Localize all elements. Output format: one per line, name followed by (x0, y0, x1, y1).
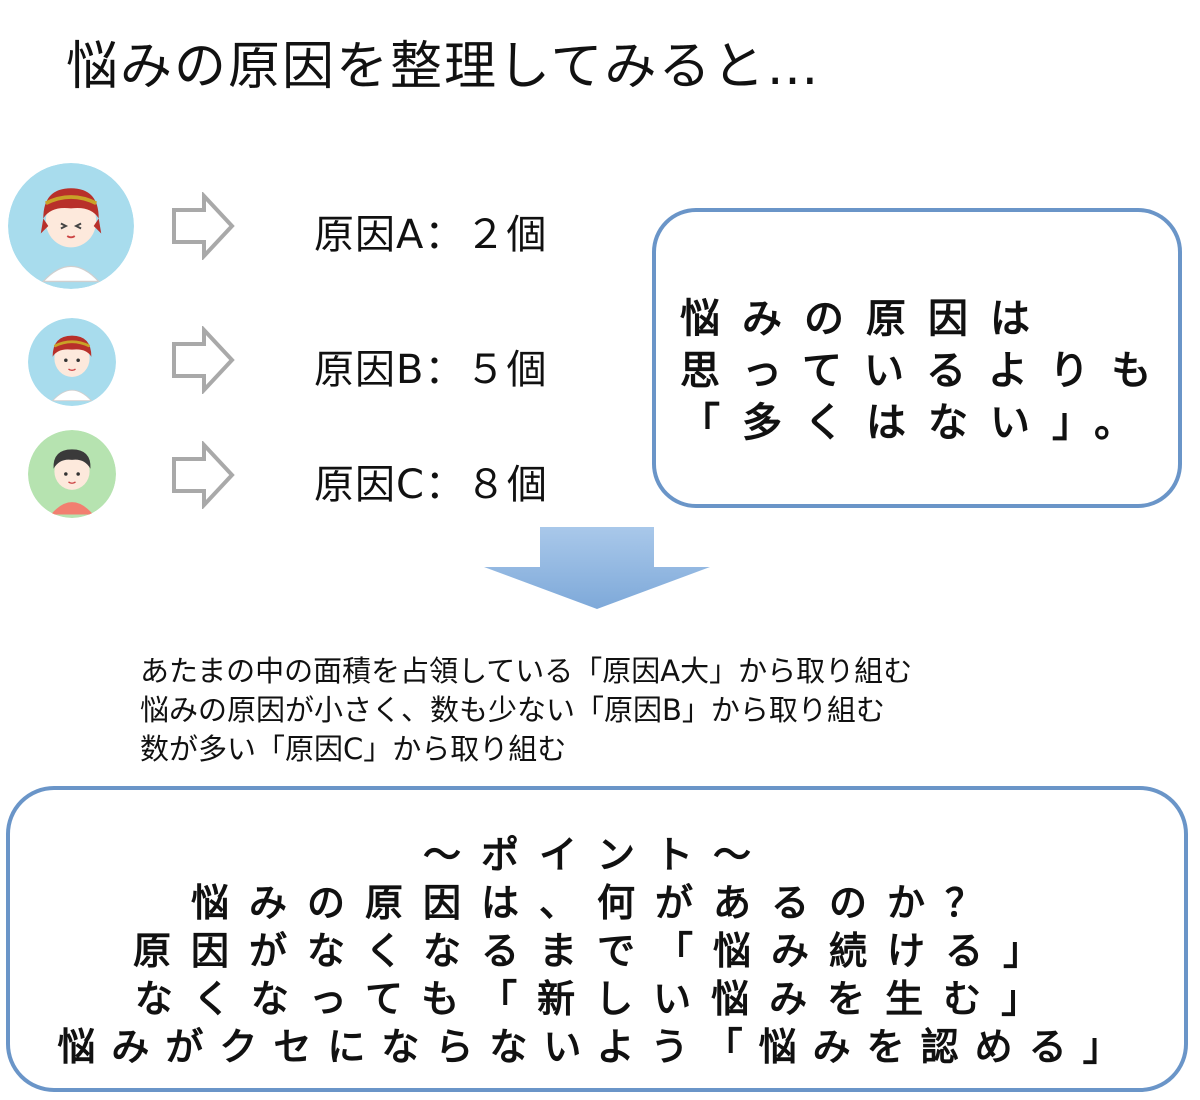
point-heading: ～ポイント～ (422, 833, 771, 877)
summary-line: 悩みの原因は (680, 296, 1052, 342)
avatar-cause-c (28, 430, 116, 518)
page-title: 悩みの原因を整理してみると… (66, 37, 821, 97)
point-line: 悩みがクセにならないよう「悩みを認める」 (57, 1025, 1137, 1069)
arrow-right-icon (172, 441, 235, 509)
avatar-cause-a (8, 163, 134, 289)
step-text: 数が多い「原因C」から取り組む (140, 732, 567, 766)
arrow-down-icon (484, 527, 710, 609)
arrow-right-icon (172, 326, 235, 394)
avatar-cause-b (28, 318, 116, 406)
summary-line: 「多くはない」。 (680, 400, 1156, 446)
cause-a-label: 原因A：２個 (314, 212, 548, 258)
cause-b-label: 原因B：５個 (314, 347, 548, 393)
cause-c-label: 原因C：８個 (314, 462, 548, 508)
point-line: なくなっても「新しい悩みを生む」 (134, 977, 1060, 1021)
point-box: ～ポイント～ 悩みの原因は、何があるのか？ 原因がなくなるまで「悩み続ける」 な… (6, 786, 1188, 1092)
step-text: 悩みの原因が小さく、数も少ない「原因B」から取り組む (140, 693, 885, 727)
summary-line: 思っているよりも (680, 348, 1174, 394)
summary-box: 悩みの原因は 思っているよりも 「多くはない」。 (652, 208, 1182, 508)
step-text: あたまの中の面積を占領している「原因A大」から取り組む (140, 654, 913, 688)
arrow-right-icon (172, 192, 235, 260)
point-line: 悩みの原因は、何があるのか？ (190, 881, 1003, 925)
point-line: 原因がなくなるまで「悩み続ける」 (132, 929, 1061, 973)
